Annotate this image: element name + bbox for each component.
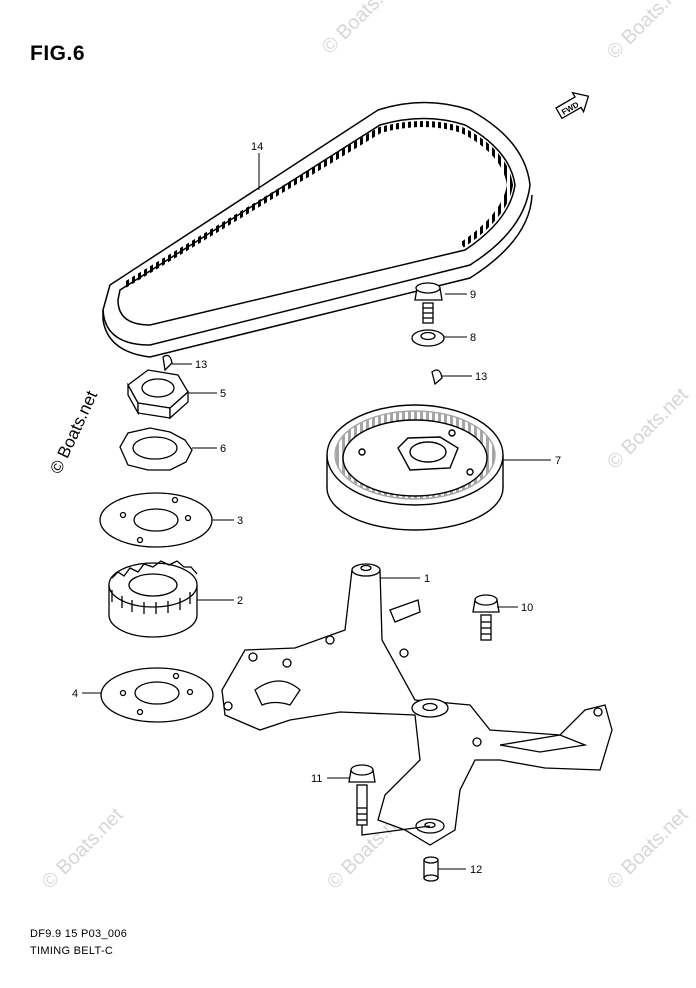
figure-name: TIMING BELT-C xyxy=(30,945,114,957)
hex-nut xyxy=(127,369,189,420)
callout-11: 11 xyxy=(311,773,322,785)
callout-10: 10 xyxy=(521,602,533,614)
callout-9: 9 xyxy=(470,289,476,301)
callout-7: 7 xyxy=(555,455,561,467)
callout-4: 4 xyxy=(72,688,78,700)
bolt-bracket xyxy=(472,594,500,641)
collar xyxy=(423,856,439,882)
bolt-top xyxy=(414,282,443,324)
driver-pulley xyxy=(108,560,198,638)
mounting-bracket xyxy=(221,563,613,846)
callout-1: 1 xyxy=(424,573,430,585)
watermark: © Boats.net xyxy=(38,804,128,894)
callout-13-left: 13 xyxy=(195,359,207,371)
leader-lines xyxy=(82,153,551,870)
bolt-lower xyxy=(348,764,431,836)
callout-13-right: 13 xyxy=(475,371,487,383)
callout-3: 3 xyxy=(237,515,243,527)
callout-14: 14 xyxy=(251,141,263,153)
timing-belt xyxy=(102,101,533,358)
callout-12: 12 xyxy=(470,864,482,876)
watermark: © Boats.net xyxy=(603,384,693,474)
fwd-arrow-icon: FWD xyxy=(555,91,590,120)
lock-washer xyxy=(119,427,193,471)
fwd-label: FWD xyxy=(560,100,580,117)
woodruff-key-right xyxy=(431,369,443,386)
washer xyxy=(411,329,445,347)
callout-labels: 14 9 8 13 13 5 6 7 3 2 4 1 10 11 12 xyxy=(72,141,561,876)
woodruff-key-left xyxy=(162,354,173,372)
watermark: © Boats.net xyxy=(46,388,101,477)
watermark: © Boats.net xyxy=(318,0,408,59)
figure-code: DF9.9 15 P03_006 xyxy=(30,928,128,940)
callout-6: 6 xyxy=(220,443,226,455)
driven-pulley xyxy=(326,404,504,531)
watermark: © Boats.net xyxy=(603,0,693,64)
figure-title: FIG.6 xyxy=(30,42,86,65)
callout-8: 8 xyxy=(470,332,476,344)
callout-2: 2 xyxy=(237,595,243,607)
watermark: © Boats.net xyxy=(603,804,693,894)
guide-plate-lower xyxy=(100,667,214,723)
callout-5: 5 xyxy=(220,388,226,400)
guide-plate-upper xyxy=(99,492,213,548)
